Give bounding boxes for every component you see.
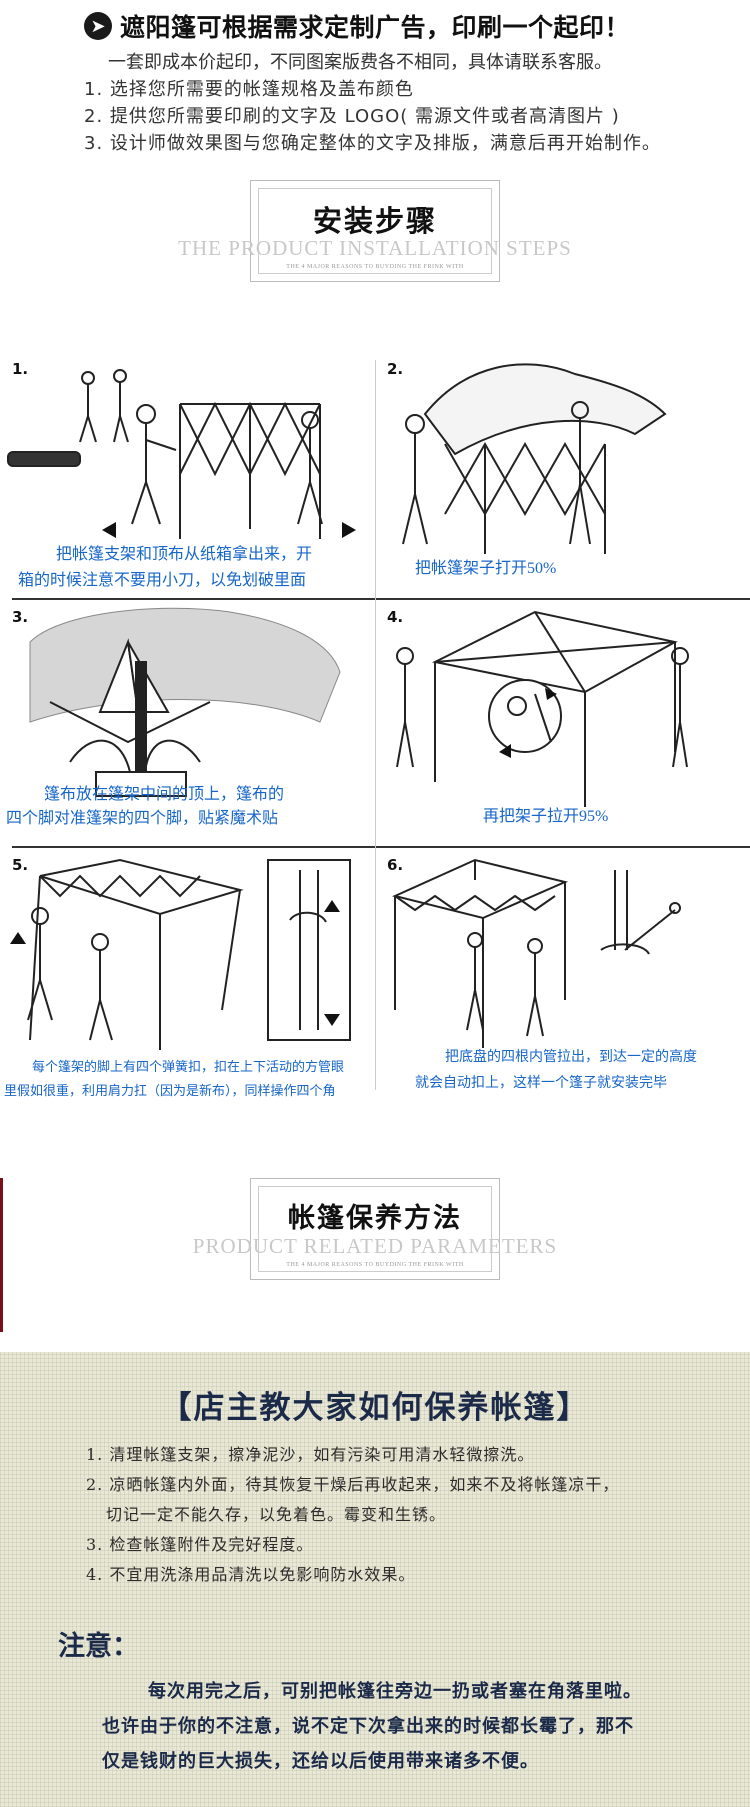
step-caption: 里假如很重，利用肩力扛（因为是新布），同样操作四个角 [4,1083,336,1098]
divider-line [12,598,750,600]
step-4: 4. 再把架子拉开95% [375,602,750,836]
care-item-line: 1. 清理帐篷支架，擦净泥沙，如有污染可用清水轻微擦洗。 [86,1445,535,1464]
care-item-line: 4. 不宜用洗涤用品清洗以免影响防水效果。 [86,1565,416,1584]
step-5: 5. 每个篷架的脚上有四个弹簧扣，扣在上下活动的方管眼 里假如很重，利用肩力扛（… [0,850,375,1100]
care-heading: 帐篷保养方法 PRODUCT RELATED PARAMETERS THE 4 … [0,1174,750,1284]
care-heading-tiny: THE 4 MAJOR REASONS TO BUYDING THE FRINK… [286,1262,464,1268]
step-2-illustration [402,363,667,554]
heading-frame-inner [258,188,492,274]
step-caption: 篷布放在篷架中间的顶上，篷布的 [44,786,285,803]
care-item-line: 3. 检查帐篷附件及完好程度。 [86,1535,314,1554]
install-heading-title: 安装步骤 [312,204,437,238]
step-3: 3. 篷布放在篷架中间的顶上，篷布的 四个脚对准篷架的四个脚，贴紧魔术贴 [0,602,375,836]
step-caption: 四个脚对准篷架的四个脚，贴紧魔术贴 [6,810,279,827]
care-title: 【店主教大家如何保养帐篷】 [160,1390,590,1426]
notice-line: 也许由于你的不注意，说不定下次拿出来的时候都长霉了，那不 [102,1716,634,1737]
care-item: 3. 检查帐篷附件及完好程度。 [86,1530,619,1560]
column-divider [375,360,376,1090]
care-list: 1. 清理帐篷支架，擦净泥沙，如有污染可用清水轻微擦洗。 2. 凉晒帐篷内外面，… [86,1440,619,1590]
arrow-right-icon: ➤ [84,12,112,40]
divider-line [12,846,750,848]
promo-title-row: ➤ 遮阳篷可根据需求定制广告，印刷一个起印！ [84,8,630,44]
step-caption: 再把架子拉开95% [483,808,609,825]
notice-text: 每次用完之后，可别把帐篷往旁边一扔或者塞在角落里啦。 也许由于你的不注意，说不定… [102,1674,722,1779]
care-item: 2. 凉晒帐篷内外面，待其恢复干燥后再收起来，如来不及将帐篷凉干， 切记一定不能… [86,1470,619,1530]
install-heading-english: THE PRODUCT INSTALLATION STEPS [178,236,572,260]
step-number: 3. [12,608,29,626]
step-number: 6. [387,856,404,874]
step-caption: 就会自动扣上，这样一个篷子就安装完毕 [415,1076,667,1091]
install-heading: 安装步骤 THE PRODUCT INSTALLATION STEPS THE … [0,176,750,286]
step-3-illustration [29,607,341,797]
promo-item: 1. 选择您所需要的帐篷规格及盖布颜色 [84,79,414,100]
step-number: 4. [387,608,404,626]
care-item: 4. 不宜用洗涤用品清洗以免影响防水效果。 [86,1560,619,1590]
care-heading-title: 帐篷保养方法 [288,1203,462,1234]
red-accent-bar [0,1178,3,1332]
notice-line: 每次用完之后，可别把帐篷往旁边一扔或者塞在角落里啦。 [148,1681,642,1702]
step-6-illustration [391,858,681,1048]
promo-subtitle: 一套即成本价起印，不同图案版费各不相同，具体请联系客服。 [108,52,612,73]
promo-list: 1. 选择您所需要的帐篷规格及盖布颜色 2. 提供您所需要印刷的文字及 LOGO… [84,76,661,157]
step-caption: 箱的时候注意不要用小刀，以免划破里面 [18,572,307,589]
step-1: 1. 把帐篷支架和顶布从纸箱拿出来，开 箱的时候注意不要用小刀，以免划破里面 [0,354,375,594]
step-number: 1. [12,360,29,378]
heading-frame-outer [250,1178,500,1280]
care-heading-english: PRODUCT RELATED PARAMETERS [192,1234,558,1258]
step-1-illustration [7,369,356,539]
promo-section: ➤ 遮阳篷可根据需求定制广告，印刷一个起印！ 一套即成本价起印，不同图案版费各不… [0,0,750,160]
care-item-line: 2. 凉晒帐篷内外面，待其恢复干燥后再收起来，如来不及将帐篷凉干， [86,1475,620,1494]
heading-frame-outer [250,180,500,282]
step-caption: 把帐篷支架和顶布从纸箱拿出来，开 [56,546,313,563]
step-4-illustration [396,610,689,807]
step-caption: 每个篷架的脚上有四个弹簧扣，扣在上下活动的方管眼 [32,1059,345,1074]
step-number: 2. [387,360,404,378]
promo-title: 遮阳篷可根据需求定制广告，印刷一个起印！ [120,13,631,42]
step-6: 6. 把底盘的四根内管拉出，到达一定的高度 就会自动扣上，这样一个篷子就安装完毕 [375,850,750,1100]
care-panel: 【店主教大家如何保养帐篷】 1. 清理帐篷支架，擦净泥沙，如有污染可用清水轻微擦… [0,1352,750,1807]
care-item: 1. 清理帐篷支架，擦净泥沙，如有污染可用清水轻微擦洗。 [86,1440,619,1470]
heading-frame-inner [258,1186,492,1272]
step-2: 2. 把帐篷架子打开50% [375,354,750,594]
install-steps: 1. 把帐篷支架和顶布从纸箱拿出来，开 箱的时候注意不要用小刀，以免划破里面 2… [0,340,750,1100]
install-heading-tiny: THE 4 MAJOR REASONS TO BUYDING THE FRINK… [286,264,464,270]
step-5-illustration [10,858,351,1050]
promo-item: 2. 提供您所需要印刷的文字及 LOGO( 需源文件或者高清图片 ) [84,106,620,127]
notice-title: 注意： [58,1631,139,1662]
step-caption: 把帐篷架子打开50% [415,560,557,577]
care-item-line: 切记一定不能久存，以免着色。霉变和生锈。 [106,1505,447,1524]
promo-item: 3. 设计师做效果图与您确定整体的文字及排版，满意后再开始制作。 [84,133,661,154]
notice-line: 仅是钱财的巨大损失，还给以后使用带来诸多不便。 [102,1751,539,1772]
step-number: 5. [12,856,29,874]
step-caption: 把底盘的四根内管拉出，到达一定的高度 [445,1050,697,1065]
